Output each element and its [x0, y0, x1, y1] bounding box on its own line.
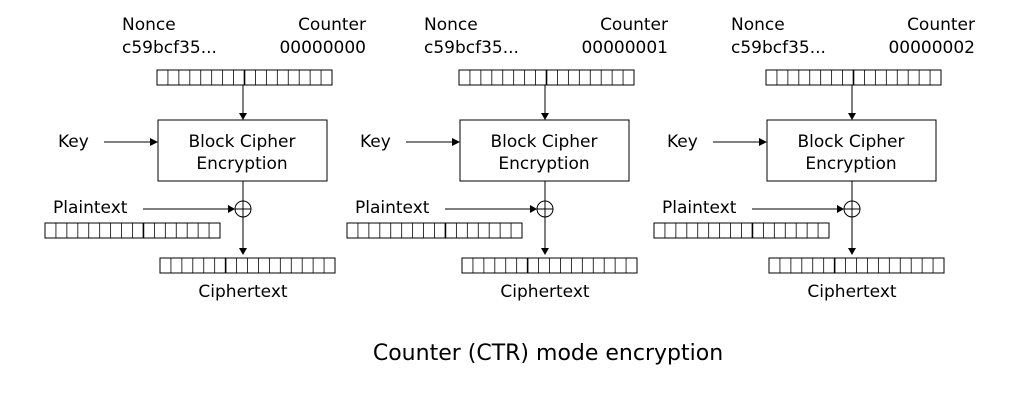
counter-value: 00000000 [279, 38, 366, 58]
diagram-caption: Counter (CTR) mode encryption [373, 341, 723, 366]
plaintext-register [44, 222, 221, 239]
arrow-counter-to-cipher-head [541, 113, 549, 120]
nonce-value: c59bcf35... [731, 38, 826, 58]
ciphertext-label: Ciphertext [500, 282, 589, 302]
key-label: Key [58, 132, 89, 152]
counter-register [765, 69, 942, 86]
ciphertext-register [159, 257, 336, 274]
ciphertext-register [768, 257, 945, 274]
arrow-xor-to-ciphertext-head [541, 248, 549, 255]
nonce-label: Nonce [731, 15, 785, 35]
plaintext-register [653, 222, 830, 239]
ciphertext-label: Ciphertext [807, 282, 896, 302]
plaintext-label: Plaintext [53, 198, 128, 218]
arrow-key-head [150, 138, 158, 146]
key-label: Key [360, 132, 391, 152]
counter-label: Counter [298, 15, 366, 35]
plaintext-register [346, 222, 523, 239]
plaintext-label: Plaintext [355, 198, 430, 218]
stage-2: Nonce Counter c59bcf35... 00000002 Block… [653, 15, 975, 302]
block-cipher-box [766, 119, 937, 182]
counter-register [458, 69, 635, 86]
stage-1: Nonce Counter c59bcf35... 00000001 Block… [346, 15, 668, 302]
nonce-label: Nonce [424, 15, 478, 35]
block-cipher-line2: Encryption [196, 154, 287, 174]
arrow-counter-to-cipher-head [239, 113, 247, 120]
arrow-key-head [759, 138, 767, 146]
block-cipher-line1: Block Cipher [798, 132, 905, 152]
arrow-plaintext-head [228, 205, 235, 213]
plaintext-label: Plaintext [662, 198, 737, 218]
counter-label: Counter [600, 15, 668, 35]
block-cipher-line2: Encryption [805, 154, 896, 174]
arrow-xor-to-ciphertext-head [239, 248, 247, 255]
block-cipher-line1: Block Cipher [189, 132, 296, 152]
counter-label: Counter [907, 15, 975, 35]
key-label: Key [667, 132, 698, 152]
arrow-xor-to-ciphertext-head [848, 248, 856, 255]
counter-value: 00000002 [888, 38, 975, 58]
arrow-plaintext-head [837, 205, 844, 213]
block-cipher-box [459, 119, 630, 182]
block-cipher-line2: Encryption [498, 154, 589, 174]
arrow-counter-to-cipher-head [848, 113, 856, 120]
arrow-key-head [452, 138, 460, 146]
counter-register [156, 69, 333, 86]
stage-0: Nonce Counter c59bcf35... 00000000 Block… [44, 15, 366, 302]
ciphertext-register [461, 257, 638, 274]
arrow-plaintext-head [530, 205, 537, 213]
nonce-value: c59bcf35... [122, 38, 217, 58]
ciphertext-label: Ciphertext [198, 282, 287, 302]
counter-value: 00000001 [581, 38, 668, 58]
nonce-value: c59bcf35... [424, 38, 519, 58]
nonce-label: Nonce [122, 15, 176, 35]
block-cipher-box [157, 119, 328, 182]
block-cipher-line1: Block Cipher [491, 132, 598, 152]
